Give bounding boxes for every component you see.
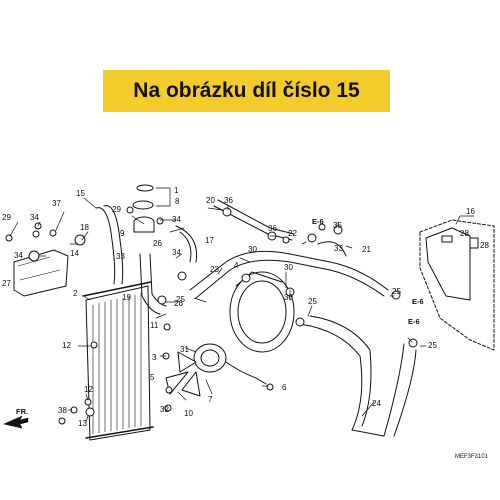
part-label-30a: 30 xyxy=(248,245,257,254)
hoses xyxy=(95,199,417,437)
part-label-9: 9 xyxy=(120,229,125,238)
part-label-14: 14 xyxy=(70,249,79,258)
front-direction-arrow: FR. xyxy=(3,407,29,429)
part-label-12b: 12 xyxy=(84,385,93,394)
part-label-37: 37 xyxy=(52,199,61,208)
part-label-29a: 29 xyxy=(2,213,11,222)
part-label-13: 13 xyxy=(78,419,87,428)
part-label-15: 15 xyxy=(76,189,85,198)
part-label-21: 21 xyxy=(362,245,371,254)
leader-lines xyxy=(9,187,475,423)
part-label-10: 10 xyxy=(184,409,193,418)
part-label-34c: 34 xyxy=(172,215,181,224)
part-labels: 1 2 3 4 5 6 7 8 9 10 11 12 12 13 14 15 1… xyxy=(2,186,489,428)
fan-shroud xyxy=(229,271,295,353)
part-label-23: 23 xyxy=(210,265,219,274)
part-label-26b: 26 xyxy=(174,299,183,308)
part-label-29b: 29 xyxy=(112,205,121,214)
part-label-30b: 30 xyxy=(284,293,293,302)
part-label-28b: 28 xyxy=(480,241,489,250)
part-label-24: 24 xyxy=(372,399,381,408)
part-label-6: 6 xyxy=(282,383,287,392)
part-label-16: 16 xyxy=(466,207,475,216)
part-label-7: 7 xyxy=(208,395,213,404)
part-label-34d: 34 xyxy=(172,248,181,257)
front-label: FR. xyxy=(16,407,28,416)
part-label-11: 11 xyxy=(150,321,159,330)
radiator xyxy=(82,281,154,441)
part-label-36a: 36 xyxy=(224,196,233,205)
banner-text: Na obrázku díl číslo 15 xyxy=(133,79,360,102)
part-label-1: 1 xyxy=(174,186,179,195)
part-label-5: 5 xyxy=(150,373,155,382)
part-label-25a: 25 xyxy=(176,295,185,304)
part-label-34b: 34 xyxy=(14,251,23,260)
part-label-17: 17 xyxy=(205,236,214,245)
part-label-25b: 25 xyxy=(308,297,317,306)
part-label-36b: 36 xyxy=(268,224,277,233)
part-label-2: 2 xyxy=(73,289,78,298)
part-label-32: 32 xyxy=(160,405,169,414)
part-label-31: 31 xyxy=(180,345,189,354)
part-label-8: 8 xyxy=(175,197,180,206)
part-label-18: 18 xyxy=(80,223,89,232)
clamps xyxy=(74,207,418,348)
part-label-25d: 25 xyxy=(428,341,437,350)
part-label-3: 3 xyxy=(152,353,157,362)
reference-e6-bottom: E-6 xyxy=(408,317,420,326)
part-label-35: 35 xyxy=(333,221,342,230)
part-label-22: 22 xyxy=(288,229,297,238)
part-label-26a: 26 xyxy=(153,239,162,248)
diagram-code: MEF3F3101 xyxy=(455,454,489,460)
part-label-34a: 34 xyxy=(30,213,39,222)
radiator-cap xyxy=(132,184,155,233)
part-label-12: 12 xyxy=(62,341,71,350)
part-label-30c: 30 xyxy=(284,263,293,272)
side-cover xyxy=(419,219,495,351)
reserve-tank xyxy=(13,249,69,297)
part-label-33a: 33 xyxy=(116,252,125,261)
part-label-20: 20 xyxy=(206,196,215,205)
part-label-27: 27 xyxy=(2,279,11,288)
reference-callouts: E-6 E-6 E-6 xyxy=(312,217,424,326)
part-label-38: 38 xyxy=(58,406,67,415)
fan-assembly xyxy=(165,343,267,397)
title-banner: Na obrázku díl číslo 15 xyxy=(103,70,390,112)
part-label-25c: 25 xyxy=(392,287,401,296)
reference-e6-top: E-6 xyxy=(312,217,324,226)
part-label-19: 19 xyxy=(122,293,131,302)
bolts xyxy=(5,206,326,425)
part-label-4: 4 xyxy=(234,261,239,270)
reference-e6-middle: E-6 xyxy=(412,297,424,306)
part-label-33b: 33 xyxy=(334,244,343,253)
part-label-28a: 28 xyxy=(460,229,469,238)
